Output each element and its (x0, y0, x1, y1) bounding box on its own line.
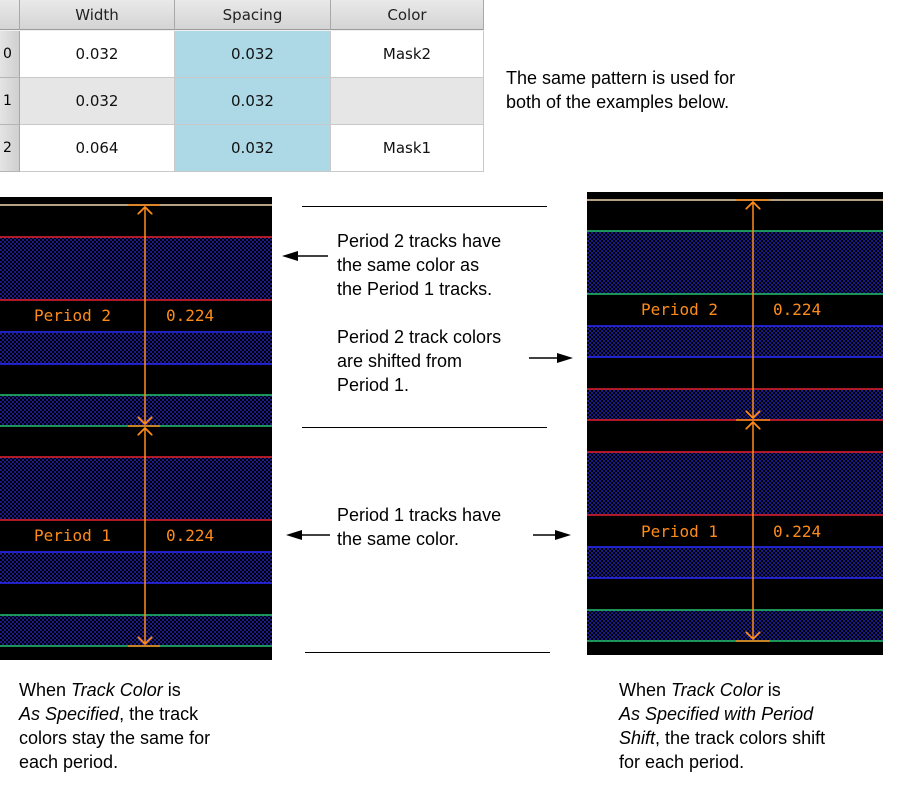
caption-emphasis: Track Color (671, 680, 763, 700)
note-line: the same color. (337, 529, 460, 549)
caption-emphasis: As Specified with Period (619, 704, 814, 724)
hatched-track-region (587, 547, 883, 578)
caption-text: is (762, 680, 781, 700)
left-track-panel: Period 2 0.224 Period 1 0.224 (0, 197, 272, 660)
color-cell[interactable]: Mask1 (331, 125, 484, 172)
width-cell[interactable]: 0.032 (20, 78, 175, 125)
note-same-color: Period 2 tracks have the same color as t… (337, 229, 501, 301)
width-cell[interactable]: 0.064 (20, 125, 175, 172)
hatched-track-region (587, 452, 883, 515)
divider-line (302, 206, 547, 207)
right-arrow-icon (533, 530, 571, 540)
width-cell[interactable]: 0.032 (20, 31, 175, 78)
caption-emphasis: Shift (619, 728, 656, 748)
table-row[interactable]: 0 0.032 0.032 Mask2 (0, 31, 484, 78)
caption-text: , the track colors shift (655, 728, 826, 748)
right-arrow-icon (529, 353, 573, 363)
caption-text: , the track (119, 704, 199, 724)
note-line: Period 2 track colors (337, 327, 502, 347)
right-track-panel: Period 2 0.224 Period 1 0.224 (587, 192, 883, 655)
spacing-cell[interactable]: 0.032 (175, 78, 331, 125)
period-1-label: Period 1 (641, 522, 718, 541)
hatched-track-region (0, 395, 272, 426)
period-2-value: 0.224 (166, 306, 214, 325)
hatched-track-region (587, 231, 883, 294)
pattern-note-line: The same pattern is used for (506, 68, 736, 88)
divider-line (302, 427, 547, 428)
note-period1-same: Period 1 tracks have the same color. (337, 503, 501, 551)
row-index: 2 (0, 125, 20, 172)
left-caption: When Track Color is As Specified, the tr… (19, 678, 210, 774)
note-line: are shifted from (337, 351, 463, 371)
caption-text: for each period. (619, 752, 745, 772)
spacing-cell[interactable]: 0.032 (175, 125, 331, 172)
note-line: Period 1. (337, 375, 410, 395)
pattern-note-line: both of the examples below. (506, 92, 730, 112)
period-1-label: Period 1 (34, 526, 111, 545)
left-arrow-icon (286, 530, 330, 540)
hatched-track-region (0, 615, 272, 646)
track-pattern-table: Width Spacing Color 0 0.032 0.032 Mask2 … (0, 0, 484, 172)
pattern-note: The same pattern is used for both of the… (506, 66, 735, 114)
color-cell[interactable]: Mask2 (331, 31, 484, 78)
spacing-cell[interactable]: 0.032 (175, 31, 331, 78)
right-track-svg: Period 2 0.224 Period 1 0.224 (587, 199, 883, 642)
period-2-label: Period 2 (641, 300, 718, 319)
caption-emphasis: Track Color (71, 680, 163, 700)
color-cell[interactable] (331, 78, 484, 125)
column-header-spacing[interactable]: Spacing (175, 0, 331, 30)
hatched-track-region (587, 610, 883, 641)
note-line: Period 2 tracks have (337, 231, 502, 251)
corner-header (0, 0, 20, 30)
table-row[interactable]: 2 0.064 0.032 Mask1 (0, 125, 484, 172)
period-1-value: 0.224 (773, 522, 821, 541)
right-caption: When Track Color is As Specified with Pe… (619, 678, 825, 774)
hatched-track-region (0, 237, 272, 300)
hatched-track-region (587, 389, 883, 420)
note-line: the Period 1 tracks. (337, 279, 493, 299)
period-1-value: 0.224 (166, 526, 214, 545)
hatched-track-region (0, 552, 272, 583)
hatched-track-region (587, 326, 883, 357)
caption-emphasis: As Specified (19, 704, 120, 724)
period-2-value: 0.224 (773, 300, 821, 319)
hatched-track-region (0, 333, 272, 364)
note-line: the same color as (337, 255, 480, 275)
left-track-svg: Period 2 0.224 Period 1 0.224 (0, 204, 272, 647)
note-line: Period 1 tracks have (337, 505, 502, 525)
row-index: 1 (0, 78, 20, 125)
period-2-label: Period 2 (34, 306, 111, 325)
caption-text: each period. (19, 752, 119, 772)
column-header-color[interactable]: Color (331, 0, 484, 30)
hatched-track-region (0, 457, 272, 520)
left-arrow-icon (282, 251, 328, 261)
caption-text: colors stay the same for (19, 728, 211, 748)
note-shifted-color: Period 2 track colors are shifted from P… (337, 325, 501, 397)
row-index: 0 (0, 31, 20, 78)
divider-line (305, 652, 550, 653)
caption-text: When (19, 680, 72, 700)
caption-text: When (619, 680, 672, 700)
table-row[interactable]: 1 0.032 0.032 (0, 78, 484, 125)
column-header-width[interactable]: Width (20, 0, 175, 30)
caption-text: is (162, 680, 181, 700)
